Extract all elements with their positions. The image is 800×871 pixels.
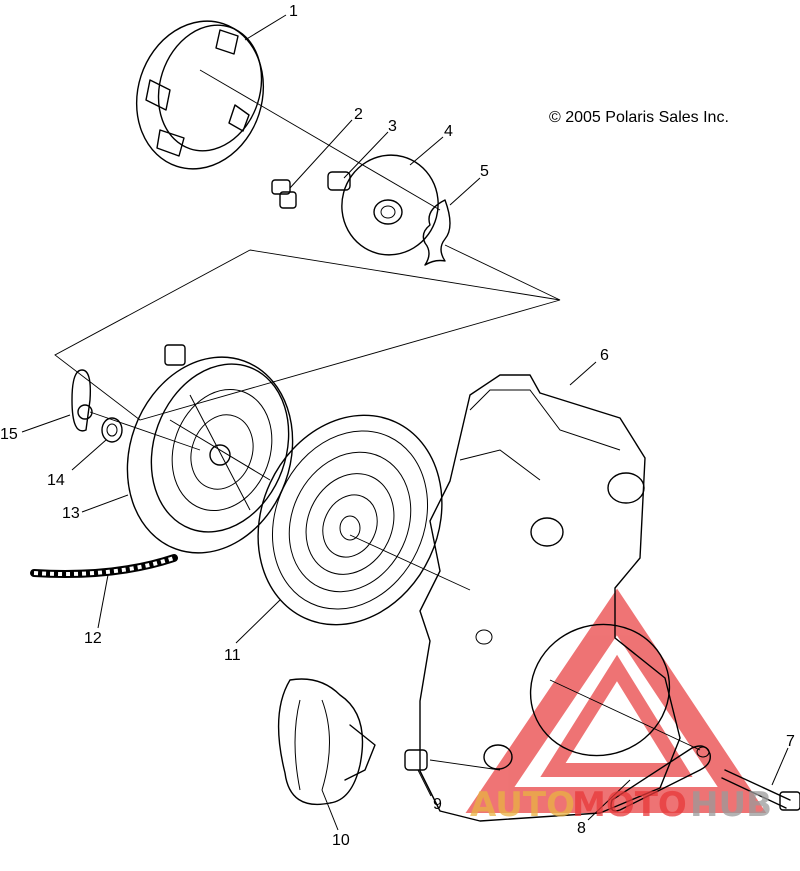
part-14-bushing [101,417,123,443]
callout-1: 1 [289,3,298,20]
part-6-housing [419,374,681,822]
part-8-plate [610,745,711,812]
callout-12: 12 [84,630,102,647]
part-12-rope [30,554,178,578]
part-2-bolt [271,179,297,209]
watermark-auto: AUTO [470,785,575,825]
callout-leaders [21,14,789,831]
part-9-nut [404,749,428,771]
part-11-spring [257,414,443,626]
assembly-lines [54,69,701,771]
callout-3: 3 [388,118,397,135]
callout-9: 9 [433,796,442,813]
callout-numbers: 1 2 3 4 5 6 7 8 9 10 11 12 13 14 15 [0,3,795,849]
copyright-text: © 2005 Polaris Sales Inc. [549,109,729,126]
part-10-handle [277,678,376,805]
watermark-moto: MOTO [572,785,687,825]
part-1-drive-cup [135,20,265,170]
watermark-text: AUTO MOTO HUB [470,785,772,825]
watermark-logo-icon [465,588,767,813]
part-5-clip [422,199,451,266]
callout-5: 5 [480,163,489,180]
callout-6: 6 [600,347,609,364]
watermark-hub: HUB [690,785,772,825]
part-4-pulley [341,154,439,256]
callout-2: 2 [354,106,363,123]
callout-10: 10 [332,832,350,849]
callout-15: 15 [0,426,18,443]
callout-4: 4 [444,123,453,140]
callout-11: 11 [224,647,241,664]
part-3-nut [327,171,351,191]
part-15-pawl [71,369,93,432]
part-7-bolt [721,769,800,811]
part-13-reel [126,344,294,554]
callout-8: 8 [577,820,586,837]
callout-7: 7 [786,733,795,750]
callout-14: 14 [47,472,65,489]
callout-13: 13 [62,505,80,522]
